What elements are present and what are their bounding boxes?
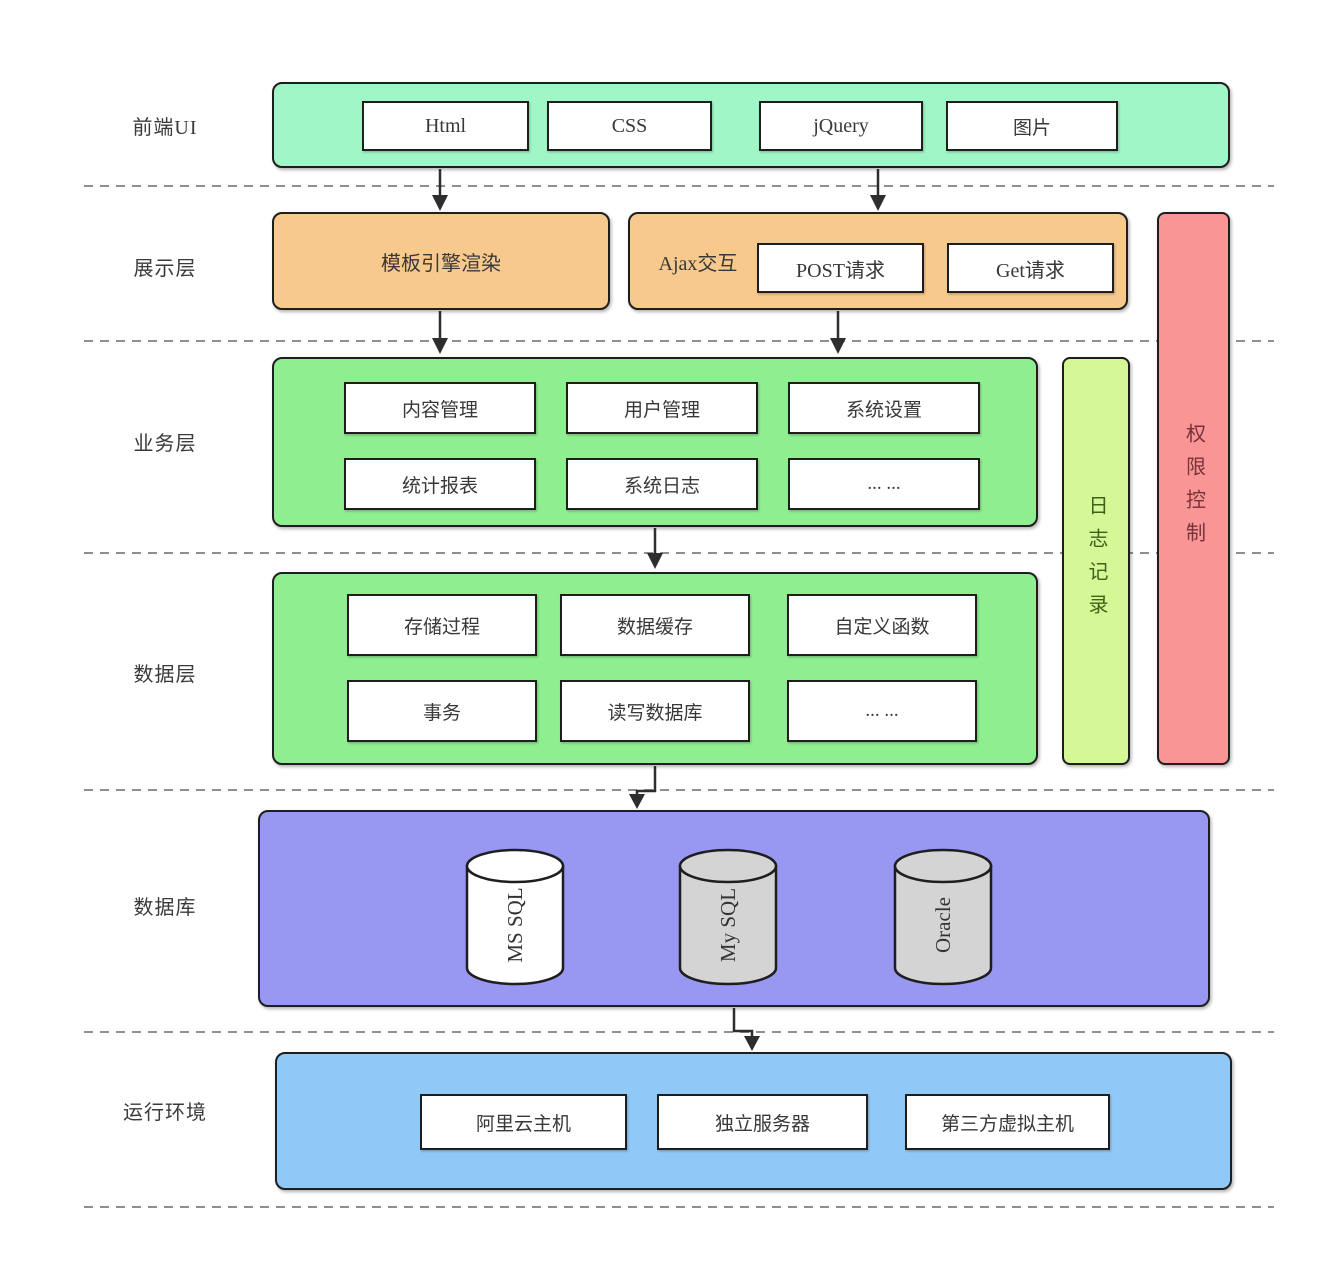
ajax-item-get-request: Get请求 bbox=[947, 243, 1114, 293]
permission-control-label: 权限控制 bbox=[1182, 422, 1205, 555]
runtime-item-thirdparty-vhost: 第三方虚拟主机 bbox=[905, 1094, 1110, 1150]
frontend-item-css: CSS bbox=[547, 101, 712, 151]
arrow-jquery-to-ajax bbox=[870, 169, 886, 211]
frontend-ui-layer-box: Html CSS jQuery 图片 bbox=[272, 82, 1230, 168]
ajax-interaction-box: Ajax交互 POST请求 Get请求 bbox=[628, 212, 1128, 310]
layer-label-database: 数据库 bbox=[133, 897, 197, 919]
ajax-label: Ajax交互 bbox=[658, 252, 738, 275]
business-item-ellipsis: ... ... bbox=[788, 458, 980, 510]
data-item-ellipsis: ... ... bbox=[787, 680, 977, 742]
business-item-system-setting: 系统设置 bbox=[788, 382, 980, 434]
layer-label-data: 数据层 bbox=[133, 664, 197, 686]
log-record-label: 日志记录 bbox=[1085, 495, 1107, 627]
arrow-template-to-business bbox=[432, 311, 448, 354]
ajax-item-post-request: POST请求 bbox=[757, 243, 924, 293]
layer-label-frontend: 前端UI bbox=[132, 117, 198, 139]
arrow-database-to-runtime bbox=[732, 1008, 760, 1051]
arrow-html-to-template-engine bbox=[432, 169, 448, 211]
frontend-item-image: 图片 bbox=[946, 101, 1118, 151]
business-layer-box: 内容管理 用户管理 系统设置 统计报表 系统日志 ... ... bbox=[272, 357, 1038, 527]
permission-control-bar: 权限控制 bbox=[1157, 212, 1230, 765]
data-item-read-write-db: 读写数据库 bbox=[560, 680, 750, 742]
log-record-bar: 日志记录 bbox=[1062, 357, 1130, 765]
business-item-user-mgmt: 用户管理 bbox=[566, 382, 758, 434]
data-layer-box: 存储过程 数据缓存 自定义函数 事务 读写数据库 ... ... bbox=[272, 572, 1038, 765]
layer-label-presentation: 展示层 bbox=[133, 258, 197, 280]
data-item-custom-function: 自定义函数 bbox=[787, 594, 977, 656]
arrow-business-to-data bbox=[647, 528, 663, 569]
data-item-stored-procedure: 存储过程 bbox=[347, 594, 537, 656]
template-engine-box: 模板引擎渲染 bbox=[272, 212, 610, 310]
runtime-item-dedicated-server: 独立服务器 bbox=[657, 1094, 868, 1150]
runtime-env-box: 阿里云主机 独立服务器 第三方虚拟主机 bbox=[275, 1052, 1232, 1190]
arrow-data-to-database bbox=[629, 766, 657, 809]
frontend-item-jquery: jQuery bbox=[759, 101, 923, 151]
layer-label-runtime: 运行环境 bbox=[123, 1102, 207, 1124]
arrow-ajax-to-business bbox=[830, 311, 846, 354]
data-item-data-cache: 数据缓存 bbox=[560, 594, 750, 656]
business-item-stat-report: 统计报表 bbox=[344, 458, 536, 510]
database-layer-box bbox=[258, 810, 1210, 1007]
frontend-item-html: Html bbox=[362, 101, 529, 151]
business-item-content-mgmt: 内容管理 bbox=[344, 382, 536, 434]
business-item-system-log: 系统日志 bbox=[566, 458, 758, 510]
data-item-transaction: 事务 bbox=[347, 680, 537, 742]
layer-label-business: 业务层 bbox=[133, 433, 197, 455]
template-engine-label: 模板引擎渲染 bbox=[381, 252, 501, 275]
runtime-item-aliyun-host: 阿里云主机 bbox=[420, 1094, 627, 1150]
